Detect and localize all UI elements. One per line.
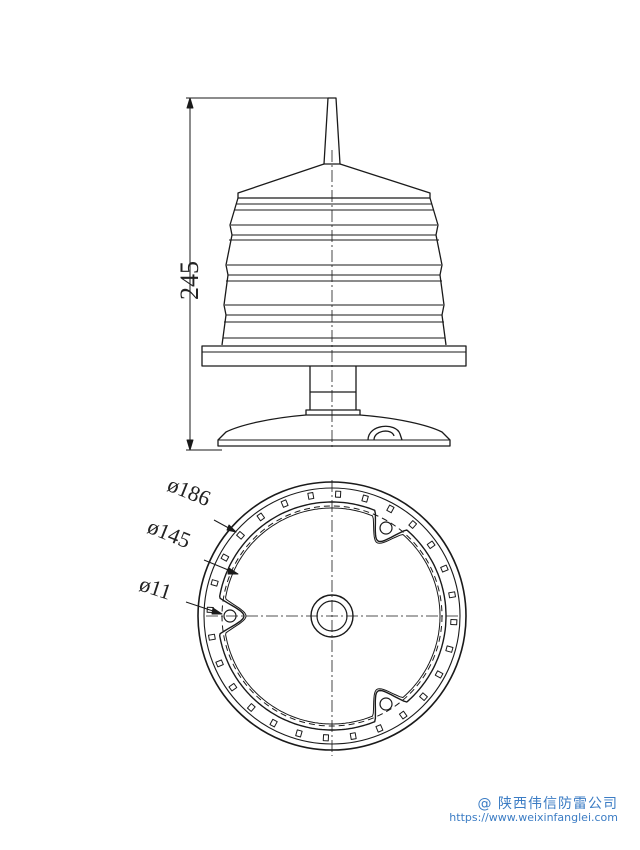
- rim-slot: [361, 494, 369, 503]
- mounting-hole-bottom: [379, 697, 393, 711]
- rim-slot: [322, 734, 330, 742]
- rim-slot: [246, 703, 256, 712]
- mounting-hole-top: [379, 521, 393, 535]
- rim-slot: [434, 670, 444, 679]
- rim-slot: [408, 520, 418, 529]
- rim-slot: [220, 553, 230, 562]
- mounting-base: [217, 414, 451, 447]
- watermark-company: @ 陕西伟信防雷公司: [477, 796, 618, 812]
- dimension-outer-diameter-label: ø186: [164, 471, 214, 511]
- lens-bands: [223, 203, 445, 339]
- rim-slot: [269, 718, 278, 728]
- rim-slot: [426, 540, 436, 550]
- inner-body-outline-offset: [225, 507, 441, 725]
- rim-slot: [280, 499, 289, 508]
- rim-slot: [375, 724, 384, 733]
- rim-slot: [445, 645, 454, 653]
- mounting-stem: [305, 366, 361, 416]
- rim-slot: [349, 732, 357, 740]
- rim-slot: [398, 710, 408, 720]
- rim-slot: [334, 490, 342, 498]
- rim-slot: [448, 591, 456, 599]
- cable-slot: [367, 425, 403, 441]
- flange-plate: [201, 345, 467, 367]
- rim-slot: [295, 729, 303, 738]
- rim-slot: [440, 564, 449, 573]
- rim-slot: [450, 618, 458, 626]
- rim-slot: [208, 633, 216, 641]
- conical-cap: [237, 163, 431, 199]
- rim-slot: [236, 530, 245, 540]
- watermark-url: https://www.weixinfanglei.com: [449, 811, 618, 824]
- rim-slot: [386, 504, 395, 514]
- dimension-bolt-circle-label: ø145: [144, 513, 194, 553]
- plan-view: [185, 480, 467, 756]
- rim-slot: [419, 692, 428, 702]
- lens-body: [221, 197, 447, 346]
- dimension-hole-label: ø11: [136, 571, 174, 605]
- rim-slot: [307, 492, 315, 500]
- rim-slot: [228, 682, 238, 692]
- rim-slot: [210, 579, 219, 587]
- rim-slot: [215, 659, 224, 668]
- diameter-leaders: [185, 519, 239, 615]
- rim-slot: [256, 512, 266, 522]
- height-dimension-line: [186, 97, 336, 451]
- side-elevation-view: [186, 97, 467, 451]
- rim-slots: [206, 490, 458, 742]
- dimension-height-label: 245: [175, 261, 204, 300]
